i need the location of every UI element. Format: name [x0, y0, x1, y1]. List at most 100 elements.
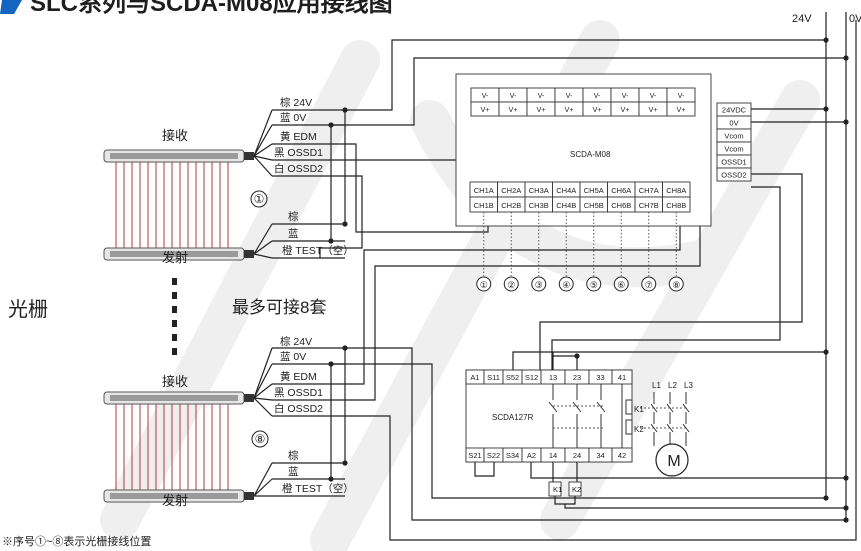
- channel-number-circle: [668, 276, 684, 292]
- channel-number-circle: [531, 276, 547, 292]
- wire: [253, 240, 273, 255]
- coil-k2-label: K2: [634, 425, 644, 434]
- wire: [512, 351, 826, 370]
- channel-b-label: CH4B: [556, 201, 576, 210]
- rx1-wire-white: 白 OSSD2: [274, 162, 323, 175]
- curtain-number-circle: [251, 430, 269, 448]
- power-terminal-bottom-label: V+: [509, 107, 518, 114]
- coil-k2: [625, 419, 633, 435]
- receiver-label-1: 接收: [162, 128, 188, 143]
- channel-number: ⑥: [617, 280, 625, 290]
- wire: [319, 175, 363, 258]
- rx2-wire-white: 白 OSSD2: [274, 402, 323, 415]
- right-terminal-label: OSSD1: [721, 158, 746, 167]
- wire: [253, 383, 273, 399]
- channel-b-label: CH6B: [611, 201, 631, 210]
- wire: [253, 155, 273, 161]
- phase-l3: L3: [684, 381, 693, 390]
- rx2-wire-yellow: 黄 EDM: [280, 370, 317, 383]
- wire: [345, 347, 846, 521]
- right-terminal-label: 24VDC: [722, 106, 747, 115]
- ellipsis-dot: [172, 348, 177, 355]
- junction-dot: [843, 517, 849, 523]
- wires: [253, 12, 857, 541]
- junction-dot: [342, 221, 348, 227]
- right-terminal-label: 0V: [729, 119, 738, 128]
- power-terminal-top-label: V-: [566, 93, 573, 100]
- relay-bottom-label: S22: [487, 451, 500, 460]
- wire: [253, 253, 273, 259]
- supply-0v-label: 0V: [849, 13, 861, 25]
- rx2-wire-brown: 棕 24V: [280, 335, 312, 348]
- tx2-wire-blue: 蓝: [288, 466, 299, 478]
- channel-b-label: CH3B: [529, 201, 549, 210]
- wire: [345, 39, 826, 111]
- channel-number: ③: [535, 280, 543, 290]
- power-terminal-top-label: V-: [622, 93, 629, 100]
- power-terminal-top-label: V-: [482, 93, 489, 100]
- wire: [539, 173, 803, 370]
- junction-dot: [342, 460, 348, 466]
- emitter-window-1: [110, 251, 238, 257]
- relay-top-label: S12: [525, 373, 538, 382]
- rx2-wire-blue: 蓝 0V: [280, 351, 306, 363]
- rx1-wire-yellow: 黄 EDM: [280, 130, 317, 143]
- wire: [253, 109, 273, 157]
- wire: [253, 462, 273, 497]
- channel-number-circle: [641, 276, 657, 292]
- right-terminal-label: Vcom: [724, 132, 743, 141]
- relay-top-label: S11: [487, 373, 500, 382]
- junction-dot: [342, 107, 348, 113]
- channel-number-circle: [558, 276, 574, 292]
- emitter-window-2: [110, 493, 238, 499]
- receiver-connector-2: [244, 394, 254, 402]
- relay-top-label: A1: [470, 373, 479, 382]
- coil-k1-label: K1: [634, 405, 644, 414]
- wire: [530, 462, 846, 479]
- junction-dot: [823, 106, 829, 112]
- junction-dot: [823, 349, 829, 355]
- channel-number: ⑧: [672, 280, 680, 290]
- power-terminal-bottom-label: V+: [481, 107, 490, 114]
- junction-dot: [342, 345, 348, 351]
- wire: [253, 155, 273, 177]
- ellipsis-dot: [172, 334, 177, 341]
- relay-bottom-label: A2: [527, 451, 536, 460]
- wire: [345, 20, 857, 541]
- power-terminal-bottom-label: V+: [677, 107, 686, 114]
- emitter-connector-2: [244, 492, 254, 500]
- channel-b-label: CH1B: [474, 201, 494, 210]
- ellipsis-dot: [172, 292, 177, 299]
- relay-top-label: 13: [549, 373, 557, 382]
- rx1-wire-black: 黑 OSSD1: [274, 147, 323, 159]
- channel-b-label: CH5B: [584, 201, 604, 210]
- wire: [253, 223, 273, 255]
- relay-top-label: S52: [506, 373, 519, 382]
- module-name: SCDA-M08: [570, 150, 611, 159]
- phase-l2: L2: [668, 381, 677, 390]
- coil-box-k1: K1: [553, 485, 562, 494]
- power-terminal-bottom-label: V+: [593, 107, 602, 114]
- power-terminal-top-label: V-: [510, 93, 517, 100]
- ellipsis-dot: [172, 320, 177, 327]
- ellipsis-dot: [172, 278, 177, 285]
- tx1-wire-orange: 橙 TEST（空）: [282, 244, 354, 257]
- relay-bottom-label: S21: [468, 451, 481, 460]
- wire: [253, 397, 273, 401]
- relay-bottom-label: 42: [618, 451, 626, 460]
- coil-k1: [625, 399, 633, 415]
- tx1-wire-brown: 棕: [288, 210, 299, 223]
- phase-l1: L1: [652, 381, 661, 390]
- wire: [331, 363, 826, 499]
- page-title: SLC系列与SCDA-M08应用接线图: [30, 0, 393, 17]
- wire: [474, 462, 495, 477]
- channel-number-circle: [503, 276, 519, 292]
- power-terminal-bottom-label: V+: [621, 107, 630, 114]
- channel-number-circle: [476, 276, 492, 292]
- receiver-window-2: [110, 395, 238, 401]
- emitter-label-2: 发射: [162, 493, 188, 508]
- relay-top-label: 41: [618, 373, 626, 382]
- tx2-wire-orange: 橙 TEST（空）: [282, 482, 354, 495]
- channel-number: ①: [480, 280, 488, 290]
- coil-box-k2: [568, 481, 582, 497]
